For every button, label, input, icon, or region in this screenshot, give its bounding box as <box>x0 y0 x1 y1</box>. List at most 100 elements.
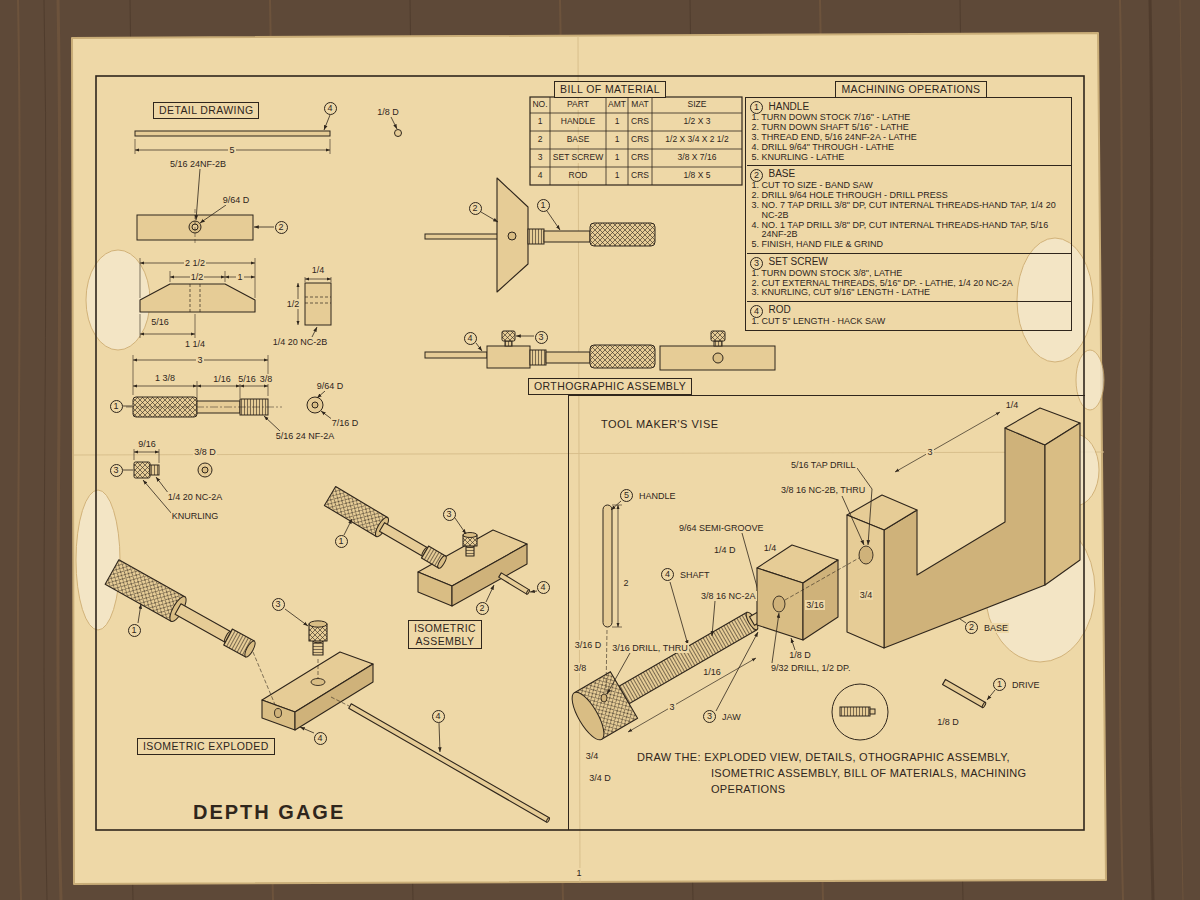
callout-text: 4 <box>317 734 322 743</box>
heading-text: ISOMETRIC ASSEMBLY <box>414 622 476 647</box>
center-line <box>785 558 859 600</box>
dimension-note: KNURLING <box>171 511 220 521</box>
dimension-note: 3 <box>668 702 675 712</box>
dimension-note: 5/16 24 NF-2A <box>275 431 336 441</box>
center-line <box>331 697 349 706</box>
dimension-note: 3/8 <box>573 663 588 673</box>
callout-text: 4 <box>435 712 440 721</box>
callout-text: 4 <box>754 307 759 316</box>
operation-text: HANDLE <box>769 101 1065 114</box>
panel-text: TOOL MAKER'S VISE <box>601 418 719 430</box>
leader-line <box>200 205 226 223</box>
table-cell: SIZE <box>687 100 708 110</box>
leader-line <box>607 653 630 694</box>
dimension-note: 3/8 16 NC-2A <box>700 591 757 601</box>
cylinder-end <box>436 555 447 570</box>
paper-sheet <box>72 33 1106 884</box>
callout-number: 3 <box>443 508 456 521</box>
dimension-note: 9/64 D <box>316 381 345 391</box>
dimension-note: 9/16 <box>137 439 157 449</box>
table-cell: BASE <box>566 135 591 145</box>
leader-line <box>285 609 308 626</box>
extension-line <box>612 627 622 628</box>
extension-line <box>225 271 226 282</box>
rod-part <box>349 704 549 822</box>
dimension-note: 3/4 <box>859 590 874 600</box>
heading-text: DETAIL DRAWING <box>159 104 253 116</box>
handle-shaft <box>379 523 427 557</box>
vise-shaft <box>619 612 757 703</box>
heading-box: MACHINING OPERATIONS <box>835 81 986 98</box>
wood-grain <box>18 0 21 900</box>
dimension-note: 1/8 D <box>788 650 812 660</box>
table-rule <box>530 131 742 132</box>
base-front-face <box>418 572 452 606</box>
base-front-face <box>847 515 884 648</box>
callout-number: 1 <box>110 400 123 413</box>
heading-box: BILL OF MATERIAL <box>554 81 666 98</box>
table-cell: CRS <box>630 171 650 181</box>
callout-number: 4 <box>750 305 763 318</box>
leader-line <box>439 723 440 752</box>
dimension-note: SHAFT <box>679 570 711 580</box>
leader-line <box>547 211 560 230</box>
callout-text: 2 <box>754 171 759 180</box>
hole-ellipse <box>601 694 607 702</box>
table-cell: HANDLE <box>560 117 596 127</box>
leader-line <box>486 585 494 602</box>
cylinder-end <box>546 817 550 822</box>
fold-line <box>578 36 580 882</box>
table-cell: 1/2 X 3/4 X 2 1/2 <box>664 135 729 145</box>
callout-number: 2 <box>275 221 288 234</box>
heading-text: BILL OF MATERIAL <box>560 83 660 95</box>
dimension-note: 7/16 D <box>331 418 360 428</box>
hole-circle <box>713 353 723 363</box>
table-cell: NO. <box>531 100 548 110</box>
leader-line <box>254 227 274 228</box>
operation-text: 1. TURN DOWN STOCK 7/16" - LATHE <box>752 113 1065 123</box>
table-cell: 1 <box>537 117 544 127</box>
dimension-note: DRIVE <box>1011 680 1041 690</box>
wood-grain <box>1120 0 1123 900</box>
operations-section: BASE1. CUT TO SIZE - BAND SAW2. DRILL 9/… <box>747 166 1071 254</box>
dimension-note: 3 <box>196 355 203 365</box>
leader-line <box>716 632 758 711</box>
extension-line <box>140 314 141 338</box>
vise-handle <box>603 505 612 627</box>
drawing-frame <box>96 76 1084 830</box>
callout-text: 2 <box>479 604 484 613</box>
leader-line <box>344 519 352 535</box>
threaded-end <box>530 350 546 365</box>
table-rule <box>606 97 607 185</box>
wood-grain <box>58 0 61 900</box>
extension-line <box>135 139 136 154</box>
center-line <box>195 209 196 245</box>
operation-text: 3. NO. 7 TAP DRILL 3/8" DP, CUT INTERNAL… <box>752 201 1065 221</box>
dimension-note: 1 <box>236 272 243 282</box>
leader-line <box>264 416 280 431</box>
extension-line <box>140 258 141 298</box>
extension-line <box>331 277 332 282</box>
dimension-note: 5 <box>228 145 235 155</box>
callout-text: 2 <box>969 623 974 632</box>
hidden-line <box>305 303 331 304</box>
callout-text: 3 <box>446 510 451 519</box>
table-cell: CRS <box>630 153 650 163</box>
extension-line <box>330 139 331 154</box>
hidden-line <box>190 284 191 312</box>
groove-tip <box>870 709 875 714</box>
callout-text: 1 <box>131 626 136 635</box>
dimension-note: 5/16 <box>150 317 170 327</box>
knurled-head <box>502 331 515 341</box>
screw-thread <box>150 465 159 475</box>
extension-line <box>197 381 198 399</box>
hole-circle <box>312 402 318 408</box>
table-cell: 1 <box>614 117 621 127</box>
operation-text: 5. KNURLING - LATHE <box>752 153 1065 163</box>
dimension-line <box>140 334 195 335</box>
base-view <box>487 346 530 368</box>
table-rule <box>652 97 653 185</box>
dimension-note: 1/4 <box>311 265 326 275</box>
